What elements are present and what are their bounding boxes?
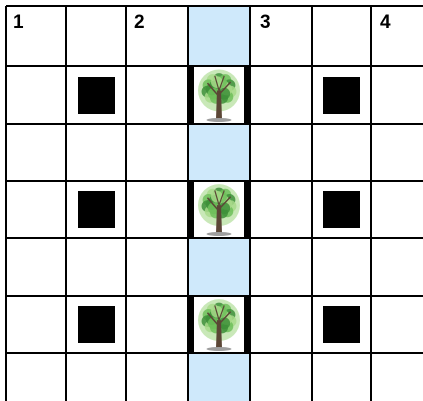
black-block [78,306,115,343]
grid-horizontal-line [6,5,423,7]
tree-tile [189,297,249,352]
tree-tile [189,67,249,123]
column-label-2: 2 [134,13,145,32]
grid-vertical-line [249,6,251,401]
black-block [323,306,360,343]
tree-tile-border-right [244,67,249,123]
tree-tile-border-right [244,297,249,352]
tree-tile [189,182,249,237]
grid-vertical-line [5,6,7,401]
column-label-1: 1 [13,13,24,32]
black-block [323,77,360,114]
grid-vertical-line [311,6,313,401]
column-label-3: 3 [260,13,271,32]
grid-horizontal-line [6,123,423,125]
column-label-4: 4 [380,13,391,32]
grid-vertical-line [125,6,127,401]
tree-tile-border-right [244,182,249,237]
grid-horizontal-line [6,237,423,239]
black-block [78,191,115,228]
grid-vertical-line [370,6,372,401]
black-block [78,77,115,114]
grid-vertical-line [65,6,67,401]
grid-horizontal-line [6,352,423,354]
black-block [323,191,360,228]
